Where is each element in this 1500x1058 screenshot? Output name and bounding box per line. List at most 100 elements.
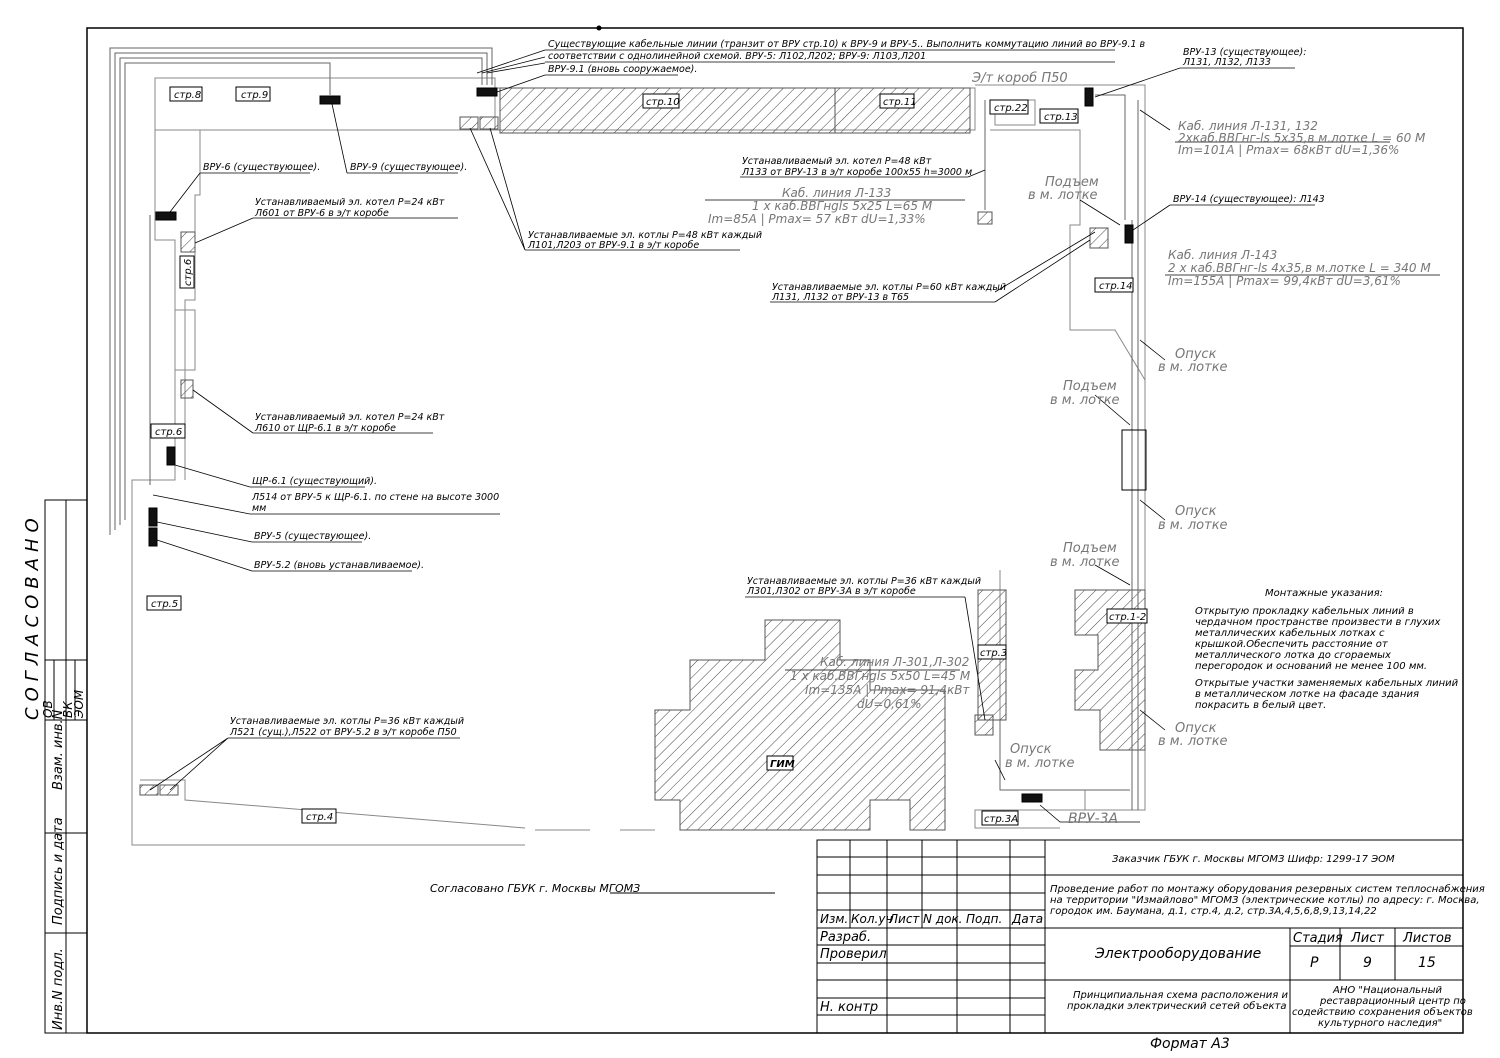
format-label: Формат А3 bbox=[1150, 1036, 1230, 1052]
notes-p2-l2: в металлическом лотке на фасаде здания bbox=[1195, 689, 1419, 700]
org-text-4: культурного наследия" bbox=[1318, 1018, 1442, 1029]
rise-label-3a: Подъем bbox=[1063, 541, 1117, 556]
existing-lines-text-2: соответствии с однолинейной схемой. ВРУ-… bbox=[548, 51, 926, 62]
stamp-ov: ОВ bbox=[41, 700, 55, 718]
room-str3a: стр.3А bbox=[984, 814, 1018, 825]
nkontr-label: Н. контр bbox=[820, 1000, 878, 1015]
notes-p1-l1: Открытую прокладку кабельных линий в bbox=[1195, 605, 1414, 617]
callouts: Существующие кабельные линии (транзит от… bbox=[203, 39, 1431, 827]
cable-143-label-1: Каб. линия Л-143 bbox=[1168, 248, 1277, 262]
room-str4: стр.4 bbox=[306, 812, 333, 823]
notes-p2-l3: покрасить в белый цвет. bbox=[1195, 699, 1326, 711]
room-str22: стр.22 bbox=[994, 103, 1028, 114]
boilers-l131-label-2: Л131, Л132 от ВРУ-13 в Т65 bbox=[771, 292, 909, 303]
vru-3a-label: ВРУ-3А bbox=[1068, 811, 1118, 827]
notes-p1-l5: металлического лотка до сгораемых bbox=[1195, 650, 1391, 661]
notes-p1-l2: чердачном пространстве произвести в глух… bbox=[1195, 617, 1441, 628]
col-kol: Кол.уч bbox=[851, 912, 893, 926]
vru-5-2-label: ВРУ-5.2 (вновь устанавливаемое). bbox=[254, 560, 424, 571]
notes-title: Монтажные указания: bbox=[1265, 588, 1383, 599]
stamp-inv-podl: Инв.N подл. bbox=[51, 948, 66, 1030]
boilers-l301-label-1: Устанавливаемые эл. котлы Р=36 кВт кажды… bbox=[747, 576, 981, 587]
installation-notes: Монтажные указания: Открытую прокладку к… bbox=[1195, 588, 1459, 711]
side-stamp: СОГЛАСОВАНО ОВ ВК ЭОМ Взам. инв.N Подпис… bbox=[22, 499, 88, 1034]
vru-3a-panel bbox=[1021, 793, 1043, 803]
rise-label-1a: Подъем bbox=[1045, 175, 1099, 190]
stamp-vk: ВК bbox=[61, 701, 75, 718]
boiler-l610-label-1: Устанавливаемый эл. котел Р=24 кВт bbox=[255, 412, 445, 423]
cable-143-label-2: 2 х каб.ВВГнг-ls 4х35,в м.лотке L = 340 … bbox=[1168, 261, 1431, 275]
stamp-inv-zam: Взам. инв.N bbox=[51, 709, 66, 790]
project-text-1: Проведение работ по монтажу оборудования… bbox=[1050, 883, 1485, 895]
org-text-1: АНО "Национальный bbox=[1332, 985, 1442, 996]
rise-label-2b: в м. лотке bbox=[1050, 393, 1120, 408]
vru-5-panel bbox=[148, 507, 158, 527]
vru-13-panel bbox=[1084, 87, 1094, 107]
org-text-3: содействию сохранения объектов bbox=[1292, 1006, 1473, 1018]
room-str8: стр.8 bbox=[174, 90, 201, 101]
cable-133-label-3: Im=85A | Pmax= 57 кВт dU=1,33% bbox=[708, 212, 926, 226]
cable-133-label-2: 1 х каб.ВВГнgls 5х25 L=65 М bbox=[752, 199, 933, 213]
lower-label-3b: в м. лотке bbox=[1158, 734, 1228, 749]
section-title: Электрооборудование bbox=[1094, 946, 1261, 962]
room-str12: стр.1-2 bbox=[1109, 612, 1146, 623]
room-str3: стр.3 bbox=[980, 648, 1007, 659]
shr-6-1-label: ЩР-6.1 (существующий). bbox=[252, 476, 377, 487]
vru-6-panel bbox=[155, 211, 177, 221]
sheets-header: Листов bbox=[1402, 931, 1452, 946]
vru-13-label-2: Л131, Л132, Л133 bbox=[1182, 57, 1271, 68]
lower-label-1b: в м. лотке bbox=[1158, 360, 1228, 375]
sheet-header: Лист bbox=[1350, 931, 1384, 946]
cable-301-label-1: Каб. линия Л-301,Л-302 bbox=[820, 655, 969, 669]
col-podp: Подп. bbox=[966, 912, 1002, 926]
customer-text: Заказчик ГБУК г. Москвы МГОМЗ Шифр: 1299… bbox=[1112, 854, 1395, 865]
vru-9-1-panel bbox=[476, 87, 498, 97]
cable-301-label-2: 1 х каб.ВВГнgls 5х50 L=45 М bbox=[790, 669, 971, 683]
stamp-eom: ЭОМ bbox=[72, 689, 86, 719]
room-str9: стр.9 bbox=[241, 90, 268, 101]
sheet-value: 9 bbox=[1363, 955, 1372, 971]
rise-label-1b: в м. лотке bbox=[1028, 188, 1098, 203]
l514-label-2: мм bbox=[252, 503, 266, 514]
col-ndok: N док. bbox=[923, 912, 963, 926]
stamp-agreed: СОГЛАСОВАНО bbox=[22, 512, 43, 720]
room-str5: стр.5 bbox=[151, 599, 178, 610]
col-list: Лист bbox=[888, 912, 920, 926]
lower-label-3a: Опуск bbox=[1175, 721, 1217, 736]
existing-lines-text-1: Существующие кабельные линии (транзит от… bbox=[548, 39, 1146, 50]
notes-p2-l1: Открытые участки заменяемых кабельных ли… bbox=[1195, 677, 1459, 689]
col-izm: Изм. bbox=[820, 912, 848, 926]
stage-value: Р bbox=[1310, 955, 1319, 971]
cable-131-label-1: Каб. линия Л-131, 132 bbox=[1178, 119, 1318, 133]
boilers-l301-label-2: Л301,Л302 от ВРУ-3А в э/т коробе bbox=[746, 586, 916, 597]
boiler-l601-label-2: Л601 от ВРУ-6 в э/т коробе bbox=[254, 208, 389, 219]
boiler-l610-label-2: Л610 от ЩР-6.1 в э/т коробе bbox=[254, 423, 396, 434]
boilers-l131-label-1: Устанавливаемые эл. котлы Р=60 кВт кажды… bbox=[772, 282, 1006, 293]
stage-header: Стадия bbox=[1293, 931, 1343, 946]
cable-301-label-4: dU=0,61% bbox=[857, 697, 922, 711]
vru-5-label: ВРУ-5 (существующее). bbox=[254, 531, 371, 542]
room-str11: стр.11 bbox=[883, 97, 917, 108]
notes-p1-l3: металлических кабельных лотках с bbox=[1195, 627, 1385, 639]
boiler-l133-label-2: Л133 от ВРУ-13 в э/т коробе 100х55 h=300… bbox=[741, 167, 972, 178]
room-str14: стр.14 bbox=[1099, 281, 1133, 292]
boilers-l521-label-2: Л521 (сущ.),Л522 от ВРУ-5.2 в э/т коробе… bbox=[229, 727, 457, 738]
lower-label-2b: в м. лотке bbox=[1158, 518, 1228, 533]
vru-6-label: ВРУ-6 (существующее). bbox=[203, 162, 320, 173]
title-block bbox=[816, 839, 1464, 1034]
approval-text: Согласовано ГБУК г. Москвы МГОМЗ bbox=[430, 882, 640, 895]
title-block-text: Заказчик ГБУК г. Москвы МГОМЗ Шифр: 1299… bbox=[820, 854, 1485, 1029]
vru-13-label-1: ВРУ-13 (существующее): bbox=[1183, 47, 1306, 58]
room-str13: стр.13 bbox=[1044, 112, 1078, 123]
razrab-label: Разраб. bbox=[820, 930, 871, 945]
drawing-title-1: Принципиальная схема расположения и bbox=[1073, 990, 1288, 1001]
lower-label-4b: в м. лотке bbox=[1005, 756, 1075, 771]
vru-9-panel bbox=[319, 95, 341, 105]
vru-14-panel bbox=[1124, 224, 1134, 244]
building-outlines bbox=[131, 77, 1146, 846]
boilers-l101-label-2: Л101,Л203 от ВРУ-9.1 в э/т коробе bbox=[527, 240, 699, 251]
notes-p1-l6: перегородок и оснований не менее 100 мм. bbox=[1195, 661, 1427, 672]
vru-5-2-panel bbox=[148, 527, 158, 547]
room-gim: ГИМ bbox=[770, 759, 795, 770]
room-labels: стр.8 стр.9 стр.10 стр.11 стр.22 стр.13 … bbox=[146, 86, 1148, 826]
